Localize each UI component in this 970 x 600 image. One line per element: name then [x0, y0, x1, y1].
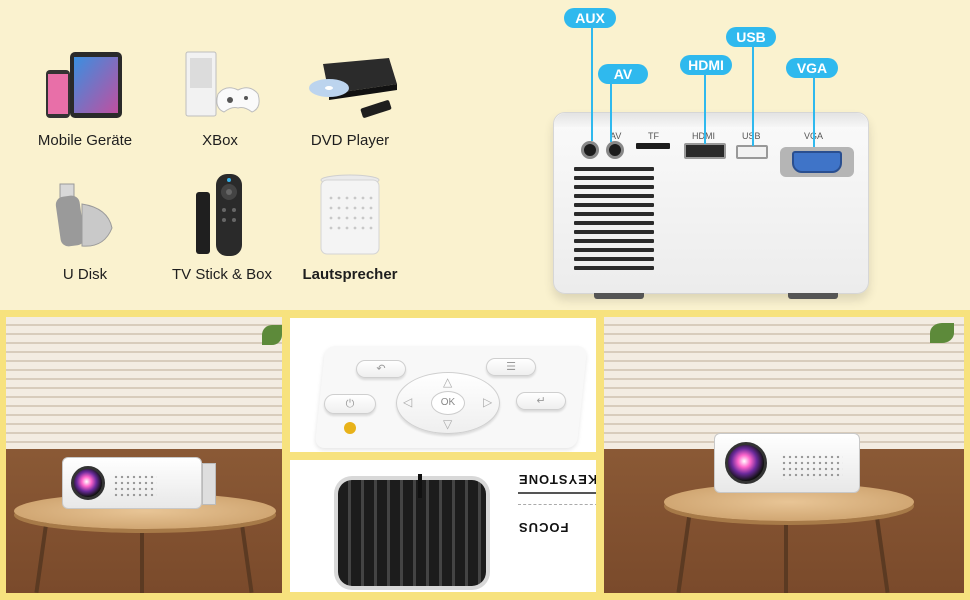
projector-foot: [594, 293, 644, 299]
device-label: U Disk: [62, 266, 108, 283]
xbox-console-icon: [185, 51, 260, 117]
divider: [518, 504, 596, 505]
callout-line-vga: [813, 77, 815, 147]
menu-button[interactable]: ☰: [486, 358, 536, 376]
window-blinds: [6, 317, 282, 449]
dpad[interactable]: △ ▽ ◁ ▷ OK: [396, 372, 500, 434]
table-leg: [874, 513, 890, 593]
device-xbox: XBox: [170, 50, 270, 150]
table-leg: [140, 517, 144, 593]
plant-icon: [262, 325, 282, 345]
usb-port-icon: [736, 145, 768, 159]
device-speaker: Lautsprecher: [295, 170, 405, 285]
callout-line-av: [610, 82, 612, 142]
window-blinds: [604, 317, 964, 449]
arrow-up-icon[interactable]: △: [443, 375, 453, 389]
callout-line-aux: [591, 27, 593, 141]
speaker-grille: [113, 474, 157, 498]
port-label-av: AV: [610, 131, 622, 141]
device-mobile: Mobile Geräte: [30, 50, 140, 150]
callout-aux: AUX: [564, 8, 616, 28]
focus-label: FOCUS: [518, 520, 569, 535]
top-section: Mobile Geräte XBox DVD Player U Disk: [0, 0, 970, 310]
device-label: Mobile Geräte: [37, 132, 133, 149]
device-dvd: DVD Player: [295, 50, 405, 150]
projector-side-ports: [202, 463, 216, 505]
table-leg: [676, 513, 692, 593]
device-label: XBox: [202, 132, 238, 149]
dvd-player-icon: [309, 58, 397, 118]
tf-slot-icon: [636, 143, 670, 149]
device-label: TV Stick & Box: [171, 266, 273, 283]
device-tvstick: TV Stick & Box: [162, 170, 282, 285]
power-button[interactable]: ⏻: [324, 394, 376, 414]
callout-line-hdmi: [704, 74, 706, 144]
keypad-closeup: ↶ ☰ ⏻ ↵ △ ▽ ◁ ▷ OK: [286, 314, 600, 456]
keystone-scale: [518, 492, 596, 494]
aux-jack-icon: [581, 141, 599, 159]
port-label-hdmi: HDMI: [692, 131, 715, 141]
table-leg: [784, 517, 788, 593]
projector-photo: [714, 433, 860, 493]
table-leg: [34, 513, 50, 593]
return-button[interactable]: ↶: [356, 360, 406, 378]
callout-vga: VGA: [786, 58, 838, 78]
port-label-tf: TF: [648, 131, 659, 141]
usb-drive-icon: [55, 183, 113, 247]
projector-photo: [62, 457, 202, 509]
arrow-down-icon[interactable]: ▽: [443, 417, 453, 431]
port-label-usb: USB: [742, 131, 761, 141]
tv-stick-icon: [196, 174, 242, 256]
focus-wheel[interactable]: [338, 480, 486, 586]
callout-av: AV: [598, 64, 648, 84]
arrow-left-icon[interactable]: ◁: [403, 395, 413, 409]
lens-icon: [71, 466, 105, 500]
ok-button[interactable]: OK: [431, 391, 465, 415]
device-udisk: U Disk: [30, 180, 140, 285]
device-label: Lautsprecher: [302, 266, 398, 283]
wheel-knob: [418, 474, 422, 498]
room-photo-right: [604, 317, 964, 593]
lens-icon: [725, 442, 767, 484]
projector-foot: [788, 293, 838, 299]
keystone-label: KEYSTONE: [518, 472, 598, 487]
callout-hdmi: HDMI: [680, 55, 732, 75]
speaker-icon: [320, 174, 380, 255]
input-button[interactable]: ↵: [516, 392, 566, 410]
phone-tablet-icon: [46, 52, 122, 118]
status-led: [344, 422, 356, 434]
projector-vents: [574, 167, 654, 275]
callout-line-usb: [752, 46, 754, 146]
plant-icon: [930, 323, 954, 343]
focus-wheel-closeup: KEYSTONE FOCUS: [286, 456, 600, 596]
device-label: DVD Player: [310, 132, 390, 149]
speaker-grille: [781, 454, 843, 480]
table-leg: [238, 513, 254, 593]
vga-port-icon: [780, 147, 854, 177]
room-photo-left: [6, 317, 282, 593]
callout-usb: USB: [726, 27, 776, 47]
hdmi-port-icon: [684, 143, 726, 159]
av-jack-icon: [606, 141, 624, 159]
projector-back: AV TF HDMI USB VGA: [553, 112, 869, 299]
arrow-right-icon[interactable]: ▷: [483, 395, 493, 409]
projector-top-edge: [554, 113, 868, 127]
